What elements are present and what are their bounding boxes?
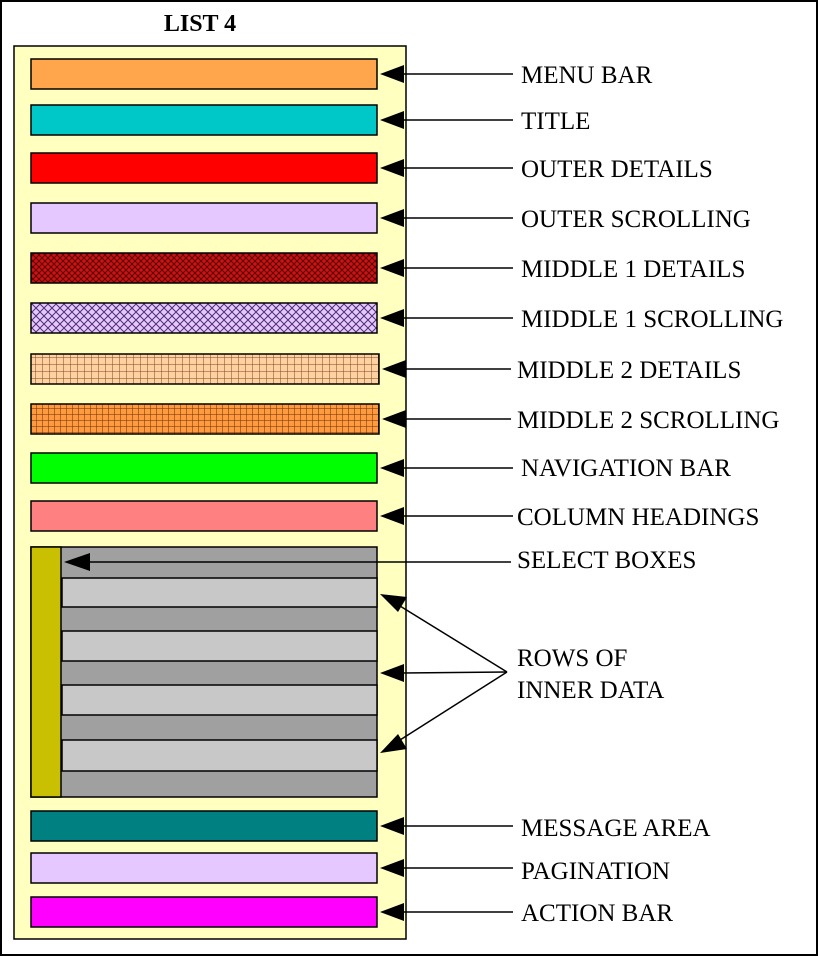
label-middle2-details: MIDDLE 2 DETAILS bbox=[517, 357, 741, 384]
outer-details-region bbox=[30, 152, 378, 184]
arrowhead-icon bbox=[380, 817, 404, 835]
arrowhead-icon bbox=[380, 859, 404, 877]
arrowhead-icon bbox=[380, 309, 404, 327]
label-middle2-scrolling: MIDDLE 2 SCROLLING bbox=[517, 407, 780, 434]
arrowhead-icon bbox=[382, 410, 406, 428]
diagram-title: LIST 4 bbox=[164, 11, 236, 37]
label-title: TITLE bbox=[521, 108, 590, 135]
pointer-arrows bbox=[64, 65, 513, 921]
label-rows-line2: INNER DATA bbox=[517, 677, 664, 704]
select-boxes-column bbox=[30, 546, 62, 798]
label-menu-bar: MENU BAR bbox=[521, 62, 653, 89]
outer-scrolling-region bbox=[30, 202, 378, 234]
arrowhead-icon bbox=[380, 159, 404, 177]
arrowhead-icon bbox=[380, 111, 404, 129]
arrowhead-icon bbox=[380, 507, 404, 525]
inner-data-row bbox=[61, 577, 378, 608]
column-headings-region bbox=[30, 500, 378, 532]
label-select-boxes: SELECT BOXES bbox=[517, 547, 696, 574]
label-outer-details: OUTER DETAILS bbox=[521, 156, 713, 183]
inner-data-row bbox=[61, 739, 378, 772]
arrowhead-icon bbox=[380, 594, 407, 612]
label-middle1-details: MIDDLE 1 DETAILS bbox=[521, 256, 745, 283]
arrowhead-icon bbox=[380, 65, 404, 83]
label-navigation-bar: NAVIGATION BAR bbox=[521, 455, 731, 482]
middle1-details-region bbox=[30, 252, 378, 284]
arrowhead-icon bbox=[380, 664, 404, 682]
arrowhead-icon bbox=[380, 209, 404, 227]
arrowhead-icon bbox=[380, 903, 404, 921]
label-action-bar: ACTION BAR bbox=[521, 900, 673, 927]
arrowhead-icon bbox=[380, 259, 404, 277]
label-outer-scrolling: OUTER SCROLLING bbox=[521, 206, 751, 233]
arrowhead-icon bbox=[64, 553, 90, 571]
inner-data-row bbox=[61, 630, 378, 662]
middle2-scrolling-region bbox=[30, 403, 380, 435]
action-bar-region bbox=[30, 896, 378, 928]
inner-data-row bbox=[61, 684, 378, 716]
inner-data-area bbox=[30, 546, 378, 798]
message-area-region bbox=[30, 810, 378, 842]
arrowhead-icon bbox=[380, 734, 407, 753]
navigation-bar-region bbox=[30, 452, 378, 484]
middle1-scrolling-region bbox=[30, 302, 378, 334]
label-rows-line1: ROWS OF bbox=[517, 645, 627, 672]
arrowhead-icon bbox=[382, 360, 406, 378]
middle2-details-region bbox=[30, 353, 380, 385]
label-pagination: PAGINATION bbox=[521, 858, 670, 885]
label-middle1-scrolling: MIDDLE 1 SCROLLING bbox=[521, 306, 784, 333]
pagination-region bbox=[30, 852, 378, 884]
title-region bbox=[30, 104, 378, 136]
label-message-area: MESSAGE AREA bbox=[521, 815, 711, 842]
menu-bar-region bbox=[30, 58, 378, 90]
arrowhead-icon bbox=[380, 459, 404, 477]
label-column-headings: COLUMN HEADINGS bbox=[517, 504, 759, 531]
